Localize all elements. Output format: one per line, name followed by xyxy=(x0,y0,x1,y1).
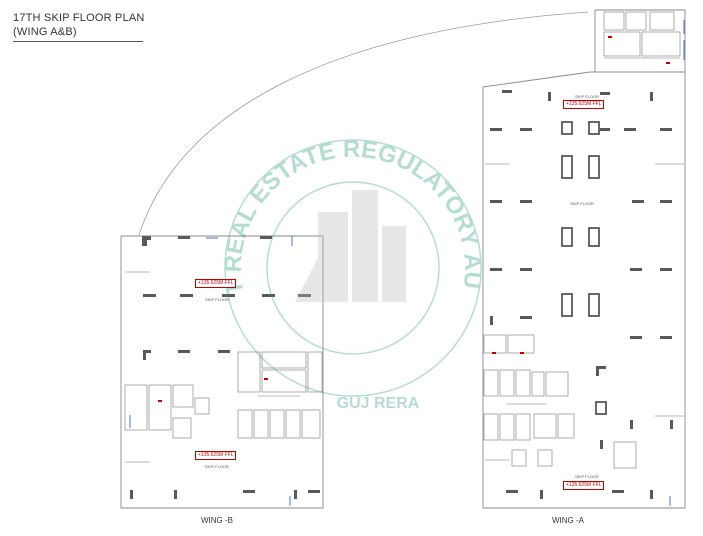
watermark-arc-text: GUJARAT REAL ESTATE REGULATORY AUTHORITY xyxy=(0,0,486,297)
level-marker-wing-b-top: +135.625M FFL xyxy=(195,279,237,288)
wing-b-outline xyxy=(120,235,324,509)
wing-b-core xyxy=(124,351,323,439)
level-marker-wing-a-bottom: +135.625M FFL xyxy=(563,481,605,490)
wing-b-label: WING -B xyxy=(201,516,233,525)
skip-floor-label-wing-a-top: SKIP FLOOR xyxy=(575,94,599,99)
level-marker-wing-a-top: +135.625M FFL xyxy=(563,100,605,109)
plan-title: 17TH SKIP FLOOR PLAN xyxy=(13,12,145,24)
watermark-building-icon xyxy=(295,190,406,302)
skip-floor-label-wing-b-bottom: SKIP FLOOR xyxy=(205,464,229,469)
rera-watermark: GUJARAT REAL ESTATE REGULATORY AUTHORITY… xyxy=(0,0,486,412)
level-marker-wing-b-bottom: +135.625M FFL xyxy=(195,451,237,460)
wing-a-core xyxy=(483,334,637,469)
note-leaders xyxy=(125,163,684,463)
wing-a-outline xyxy=(482,9,686,509)
plan-subtitle: (WING A&B) xyxy=(13,26,77,38)
site-arc xyxy=(138,11,589,236)
skip-floor-label-wing-a-bottom: SKIP FLOOR xyxy=(575,474,599,479)
watermark-bottom-text: GUJ RERA xyxy=(337,395,420,412)
wing-a-columns xyxy=(490,90,673,499)
skip-floor-label-wing-b-top: SKIP FLOOR xyxy=(205,297,229,302)
red-markers xyxy=(158,36,670,402)
wing-b-columns xyxy=(130,236,320,499)
wing-a-label: WING -A xyxy=(552,516,584,525)
wing-a-top-core xyxy=(603,11,681,59)
skip-floor-label-wing-a-middle: SKIP FLOOR xyxy=(570,201,594,206)
blue-markers xyxy=(129,20,685,506)
title-underline xyxy=(13,41,143,42)
